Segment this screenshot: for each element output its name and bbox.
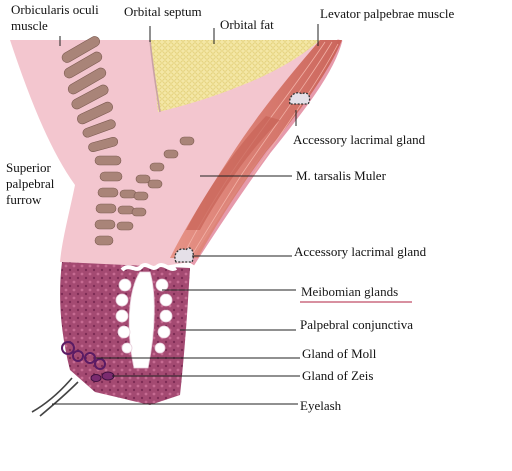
accessory-lacrimal-gland-upper bbox=[289, 92, 311, 105]
label-orbicularis-line1: Orbicularis oculi bbox=[11, 2, 99, 17]
label-accessory-gland-lower: Accessory lacrimal gland bbox=[294, 244, 427, 259]
label-orbital-fat: Orbital fat bbox=[220, 17, 274, 32]
eyelash bbox=[31, 377, 79, 417]
label-tarsalis: M. tarsalis Muler bbox=[296, 168, 386, 183]
meibomian-gland bbox=[115, 271, 173, 369]
label-accessory-gland-upper: Accessory lacrimal gland bbox=[293, 132, 426, 147]
orbital-fat bbox=[150, 40, 320, 112]
label-zeis: Gland of Zeis bbox=[302, 368, 374, 383]
label-conjunctiva: Palpebral conjunctiva bbox=[300, 317, 413, 332]
label-eyelash: Eyelash bbox=[300, 398, 342, 413]
glands-of-moll bbox=[61, 341, 106, 370]
accessory-lacrimal-gland-lower bbox=[174, 247, 194, 263]
meibomian-orifices bbox=[120, 263, 178, 272]
label-meibomian: Meibomian glands bbox=[301, 284, 399, 299]
leader-lines bbox=[52, 24, 319, 405]
label-moll: Gland of Moll bbox=[302, 346, 377, 361]
label-orbital-septum: Orbital septum bbox=[124, 4, 202, 19]
tarsalis-muscle bbox=[186, 116, 280, 230]
label-superior-furrow: Superior palpebral furrow bbox=[6, 160, 55, 207]
orbicularis-segments bbox=[61, 36, 195, 246]
label-levator: Levator palpebrae muscle bbox=[320, 6, 455, 21]
label-orbicularis: muscle bbox=[11, 18, 48, 33]
orbital-septum bbox=[149, 39, 161, 113]
